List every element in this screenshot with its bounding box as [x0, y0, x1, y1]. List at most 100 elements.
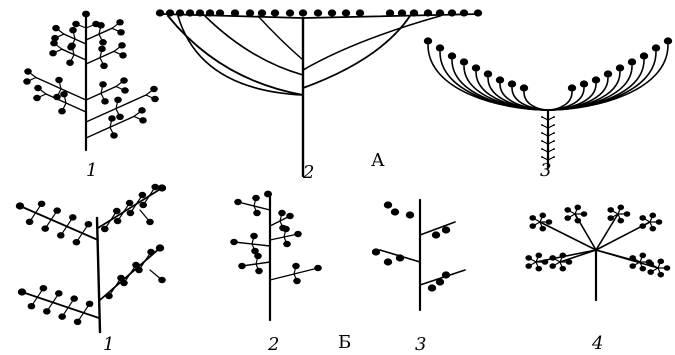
flower-dot	[52, 25, 60, 31]
flower-dot	[105, 293, 113, 299]
flower-dot	[38, 201, 46, 207]
flower-dot	[120, 77, 128, 83]
flower-dot	[206, 9, 214, 16]
branch-curve	[178, 16, 303, 95]
flower-dot	[58, 313, 66, 319]
flower-dot	[384, 258, 392, 265]
flower-dot	[99, 81, 107, 87]
flower-dot	[40, 285, 48, 291]
branch-curve	[303, 16, 410, 88]
flower-dot	[474, 9, 482, 16]
flower-dot	[250, 233, 258, 239]
flower-dot	[525, 263, 532, 269]
flower-dot	[553, 124, 555, 126]
flower-dot	[254, 253, 262, 259]
flower-dot	[649, 226, 656, 232]
flower-dot	[372, 248, 380, 255]
flower-dot	[428, 284, 436, 291]
flower-dot	[58, 108, 66, 114]
flower-dot	[70, 295, 78, 301]
flower-dot	[432, 231, 440, 238]
flower-dot	[82, 11, 90, 18]
flower-dot	[50, 40, 58, 46]
axis	[97, 218, 100, 332]
flower-dot	[24, 68, 32, 74]
flower-dot	[448, 52, 456, 59]
flower-dot	[448, 9, 456, 16]
flower-dot	[68, 42, 76, 48]
flower-dot	[541, 148, 543, 150]
flower-dot	[356, 9, 364, 16]
flower-dot	[647, 269, 654, 275]
flower-dot	[264, 191, 272, 198]
flower-dot	[294, 231, 302, 237]
flower-dot	[196, 9, 204, 16]
flower-dot	[553, 156, 555, 158]
flower-dot	[442, 226, 450, 233]
flower-dot	[549, 255, 556, 261]
flower-dot	[156, 244, 164, 251]
flower-dot	[436, 278, 444, 285]
flower-dot	[23, 78, 31, 84]
flower-dot	[283, 241, 291, 247]
flower-dot	[656, 219, 663, 225]
flower-dot	[271, 9, 279, 16]
flower-dot	[231, 9, 239, 16]
flower-dot	[120, 280, 128, 286]
flower-dot	[410, 9, 418, 16]
section-label-b: Б	[338, 332, 351, 353]
flower-dot	[126, 200, 134, 206]
drawing-layer	[16, 9, 672, 332]
flower-dot	[116, 114, 124, 120]
flower-dot	[508, 80, 516, 87]
flower-dot	[664, 265, 671, 271]
flower-dot	[314, 265, 322, 271]
flower-dot	[592, 76, 600, 83]
flower-dot	[55, 290, 63, 296]
flower-dot	[624, 211, 631, 217]
flower-dot	[135, 267, 143, 273]
label-a2: 2	[303, 162, 314, 183]
flower-dot	[566, 259, 573, 265]
flower-dot	[252, 195, 260, 201]
flower-dot	[640, 52, 648, 59]
flower-dot	[150, 86, 158, 92]
flower-dot	[553, 116, 555, 118]
flower-dot	[657, 272, 664, 278]
flower-dot	[292, 263, 300, 269]
flower-dot	[657, 259, 664, 265]
flower-dot	[472, 64, 480, 71]
flower-dot	[574, 205, 581, 211]
flower-dot	[607, 215, 614, 221]
flower-dot	[391, 208, 399, 215]
flower-dot	[49, 50, 57, 56]
flower-dot	[424, 37, 432, 44]
flower-dot	[607, 207, 614, 213]
flower-dot	[73, 239, 81, 245]
flower-dot	[559, 253, 566, 259]
flower-dot	[639, 215, 646, 221]
flower-dot	[559, 266, 566, 272]
flower-dot	[639, 253, 646, 259]
flower-dot	[282, 226, 290, 232]
flower-dot	[398, 9, 406, 16]
flower-dot	[460, 9, 468, 16]
flower-dot	[114, 218, 122, 224]
flower-dot	[146, 219, 154, 225]
flower-dot	[617, 218, 624, 224]
flower-dot	[616, 64, 624, 71]
flower-dot	[66, 59, 74, 65]
flower-dot	[158, 184, 166, 191]
flower-dot	[639, 223, 646, 229]
flower-dot	[406, 211, 414, 218]
flower-dot	[542, 259, 549, 265]
flower-dot	[55, 77, 63, 83]
flower-dot	[314, 9, 322, 16]
branch-curve	[258, 16, 303, 60]
label-a3: 3	[540, 160, 551, 181]
flower-dot	[286, 213, 294, 219]
flower-dot	[549, 263, 556, 269]
flower-dot	[151, 96, 159, 102]
label-b4: 4	[592, 333, 603, 354]
